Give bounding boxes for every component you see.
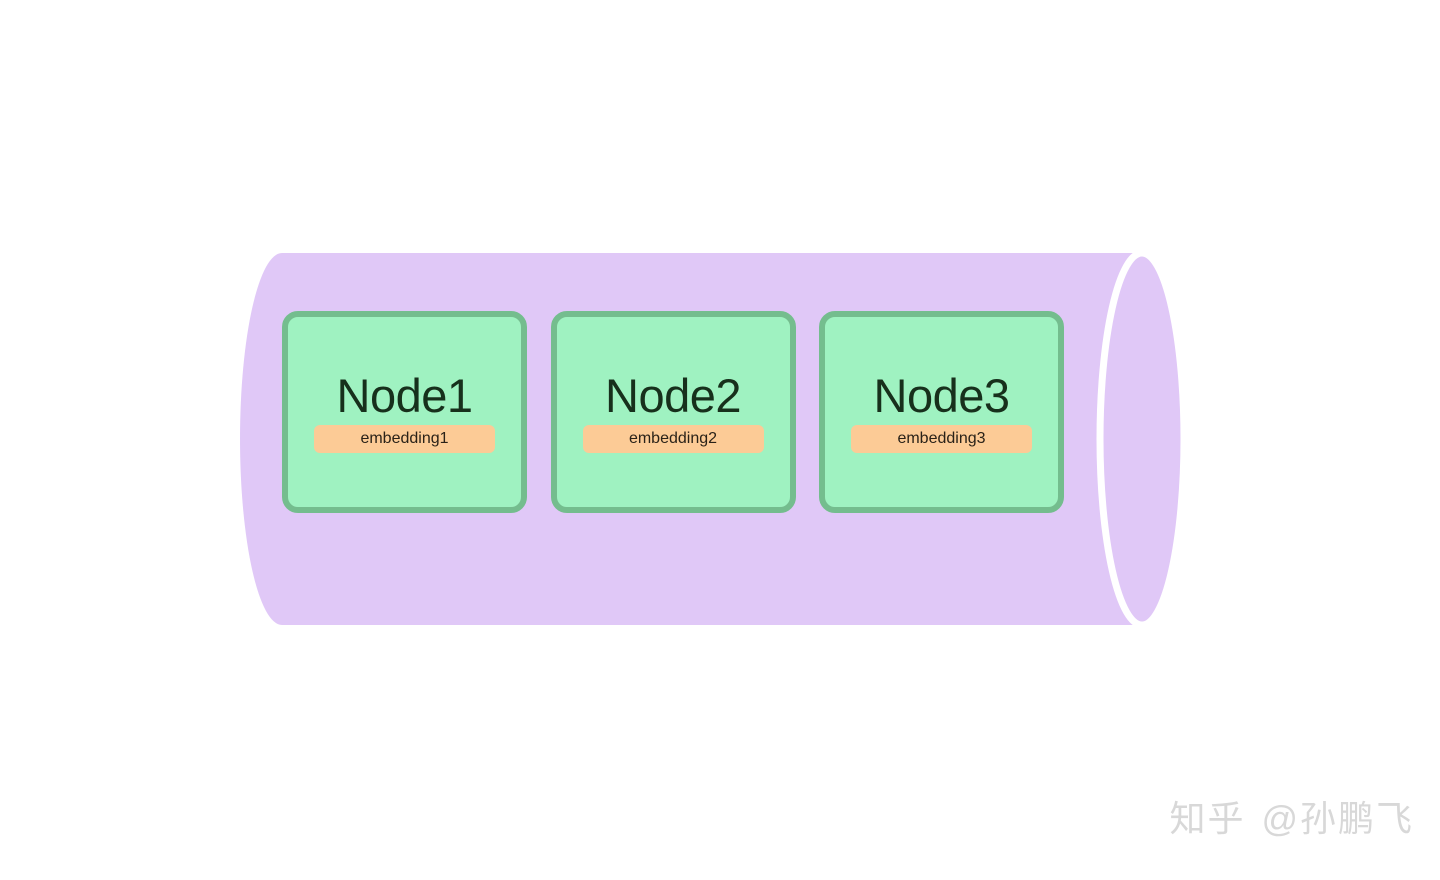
watermark-brand: 知乎 [1169,798,1246,839]
node-title: Node2 [605,368,742,422]
node-title: Node1 [336,368,474,422]
node-card[interactable]: Node2 embedding2 [550,311,796,513]
node-title: Node3 [873,368,1011,422]
node-card-list: Node1 embedding1 Node2 embedding2 Node3 … [282,311,1064,513]
node-card[interactable]: Node1 embedding1 [282,311,527,513]
node-card[interactable]: Node3 embedding3 [819,311,1064,513]
watermark: 知乎 @孙鹏飞 [1169,790,1414,842]
cylinder-right-cap [1096,249,1188,629]
node-embedding-badge: embedding1 [314,424,495,453]
watermark-handle: @孙鹏飞 [1261,798,1414,839]
node-embedding-badge: embedding2 [582,424,764,453]
node-embedding-badge: embedding3 [851,424,1032,453]
